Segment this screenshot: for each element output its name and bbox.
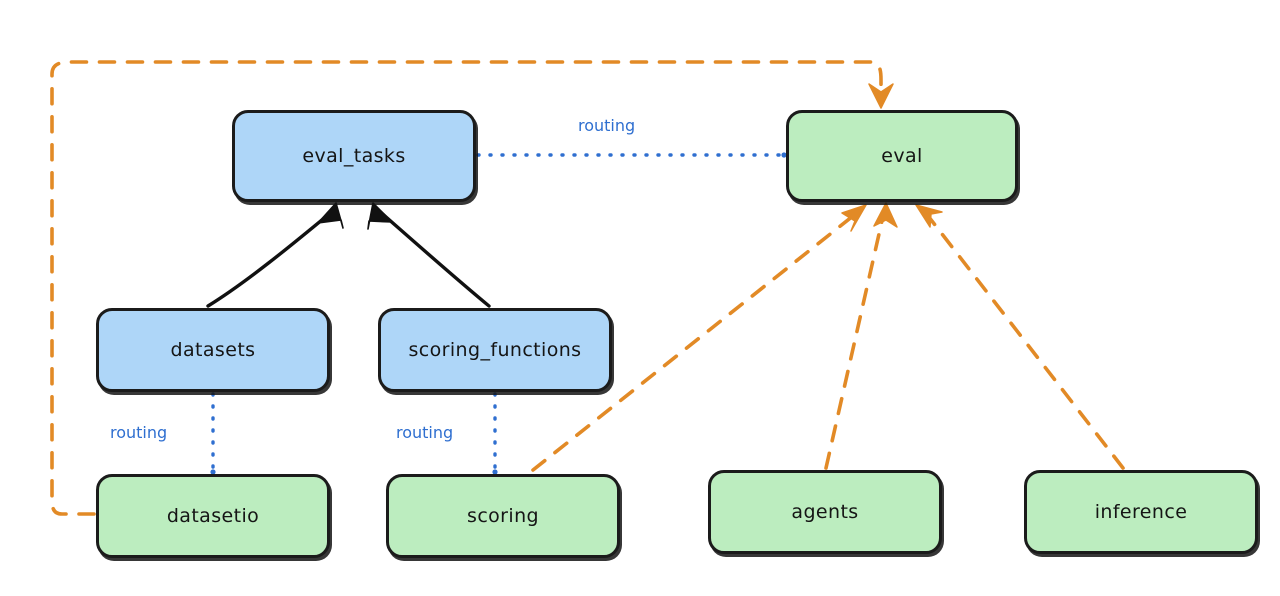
edge-datasets-to-eval-tasks	[206, 202, 344, 308]
edge-agents-to-eval	[824, 202, 898, 470]
edge-datasets-to-datasetio	[210, 392, 216, 475]
node-datasets-label: datasets	[170, 339, 256, 361]
edge-label-routing-scoring-functions-scoring: routing	[396, 423, 454, 442]
edge-scoring-functions-to-eval-tasks	[367, 202, 491, 308]
node-inference[interactable]: inference	[1024, 470, 1258, 554]
edge-scoring-to-eval	[531, 204, 867, 472]
node-scoring-label: scoring	[467, 505, 539, 527]
node-datasets[interactable]: datasets	[96, 308, 330, 392]
node-scoring-functions[interactable]: scoring_functions	[378, 308, 612, 392]
node-eval-tasks-label: eval_tasks	[302, 145, 406, 167]
edge-datasetio-to-eval	[50, 60, 894, 516]
edge-inference-to-eval	[915, 204, 1125, 470]
edge-scoring-functions-to-scoring	[492, 392, 498, 475]
node-eval-tasks[interactable]: eval_tasks	[232, 110, 476, 202]
edge-label-routing-eval-tasks-eval: routing	[578, 116, 636, 135]
node-scoring[interactable]: scoring	[386, 474, 620, 558]
edge-eval-tasks-to-eval	[476, 152, 787, 158]
node-datasetio[interactable]: datasetio	[96, 474, 330, 558]
node-datasetio-label: datasetio	[166, 505, 260, 527]
node-inference-label: inference	[1094, 501, 1188, 523]
node-eval[interactable]: eval	[786, 110, 1018, 202]
node-scoring-functions-label: scoring_functions	[408, 339, 582, 361]
node-agents[interactable]: agents	[708, 470, 942, 554]
node-eval-label: eval	[881, 145, 923, 167]
edge-label-routing-datasets-datasetio: routing	[110, 423, 168, 442]
node-agents-label: agents	[791, 501, 859, 523]
